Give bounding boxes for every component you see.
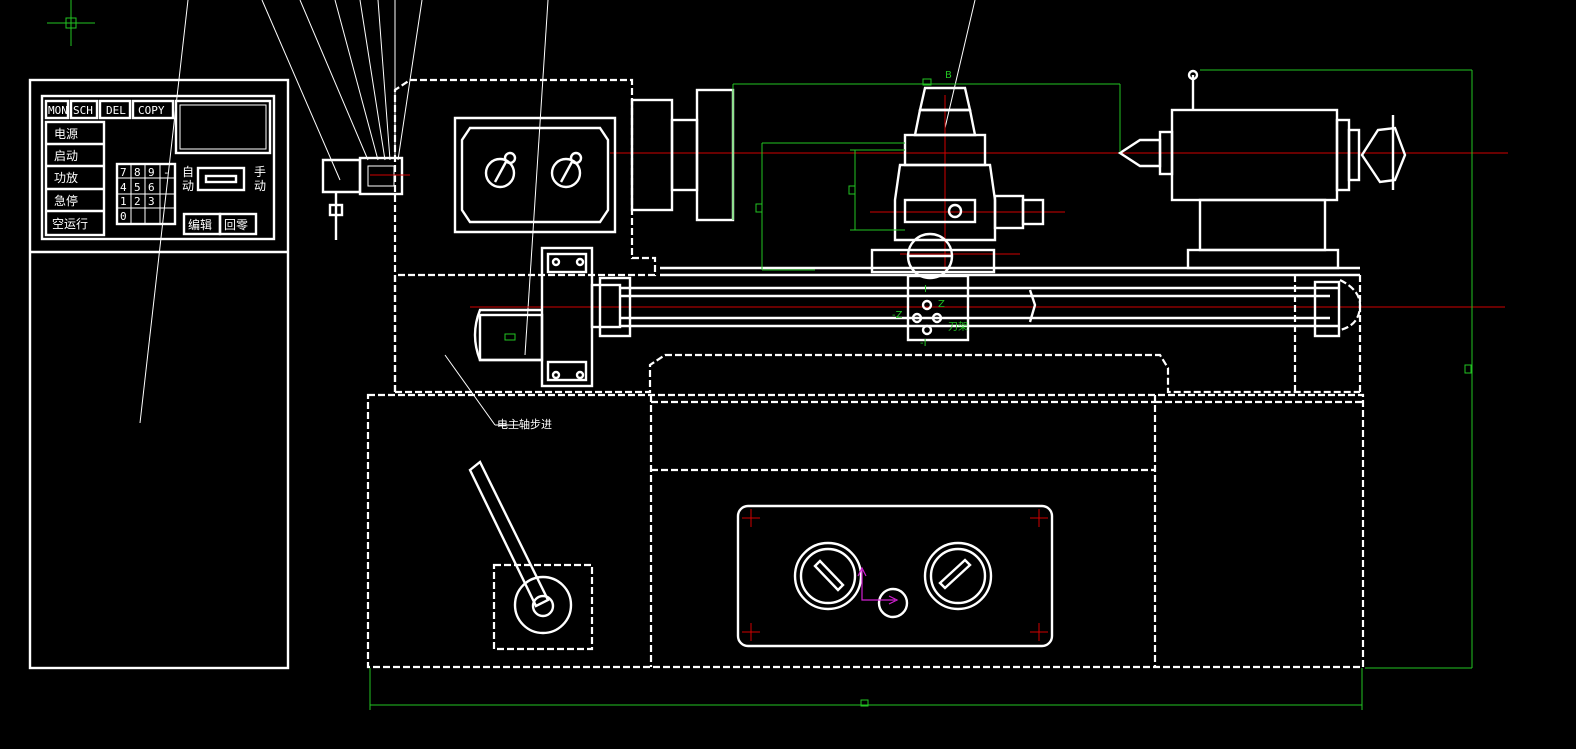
axis-z-label: Z (938, 299, 945, 310)
panel-left-btn-4[interactable]: 空运行 (52, 217, 88, 231)
mode-auto-top: 自 (182, 165, 194, 179)
key-7[interactable]: 1 (120, 195, 127, 208)
panel-bottom-btn-1[interactable]: 回零 (224, 218, 248, 232)
key-0[interactable]: 7 (120, 166, 127, 179)
key-5[interactable]: 5 (134, 181, 141, 194)
key-1[interactable]: 8 (134, 166, 141, 179)
panel-left-btn-2[interactable]: 功放 (54, 170, 78, 185)
axis-neg-i-label: -I (920, 338, 927, 349)
key-3[interactable]: - (163, 166, 170, 179)
bed-top (395, 266, 1362, 394)
key-10[interactable]: 0 (120, 210, 127, 223)
mode-manual-top: 手 (254, 165, 266, 179)
key-4[interactable]: 4 (120, 181, 127, 194)
key-6[interactable]: 6 (148, 181, 155, 194)
mode-auto-bottom: 动 (182, 179, 194, 193)
control-panel (28, 78, 290, 670)
panel-left-btn-1[interactable]: 启动 (54, 149, 78, 163)
cad-crosshair-cursor (47, 0, 95, 46)
panel-btn-3[interactable]: COPY (138, 104, 165, 117)
leadscrew-assembly (473, 246, 1362, 388)
panel-top-buttons: MON SCH DEL COPY (48, 104, 165, 117)
bed-base (366, 393, 1365, 669)
panel-keypad: 7 8 9 - 4 5 6 1 2 3 0 (120, 166, 170, 223)
axis-neg-z-label: -Z (892, 310, 903, 321)
tool-turret-label: 刀架 (948, 321, 968, 333)
dimension-lines (369, 69, 1473, 710)
panel-mode: 自 动 手 动 编辑 回零 (182, 165, 266, 232)
panel-bottom-btn-0[interactable]: 编辑 (188, 217, 212, 232)
panel-btn-0[interactable]: MON (48, 104, 68, 117)
leader-lines (139, 0, 976, 426)
leader-note: 电主轴步进 (497, 417, 552, 431)
panel-btn-1[interactable]: SCH (73, 104, 93, 117)
axis-i-label: I (924, 284, 927, 295)
panel-left-btn-3[interactable]: 急停 (54, 193, 78, 208)
headstock (393, 78, 735, 395)
panel-left-buttons: 电源 启动 功放 急停 空运行 (52, 127, 88, 231)
panel-left-btn-0[interactable]: 电源 (54, 127, 78, 141)
key-9[interactable]: 3 (148, 195, 155, 208)
panel-btn-2[interactable]: DEL (106, 104, 126, 117)
spindle-motor (321, 156, 410, 240)
tailstock (1117, 69, 1407, 270)
mode-manual-bottom: 动 (254, 179, 266, 193)
top-mark-label: B (945, 70, 952, 81)
carriage (870, 86, 1045, 342)
key-2[interactable]: 9 (148, 166, 155, 179)
key-8[interactable]: 2 (134, 195, 141, 208)
